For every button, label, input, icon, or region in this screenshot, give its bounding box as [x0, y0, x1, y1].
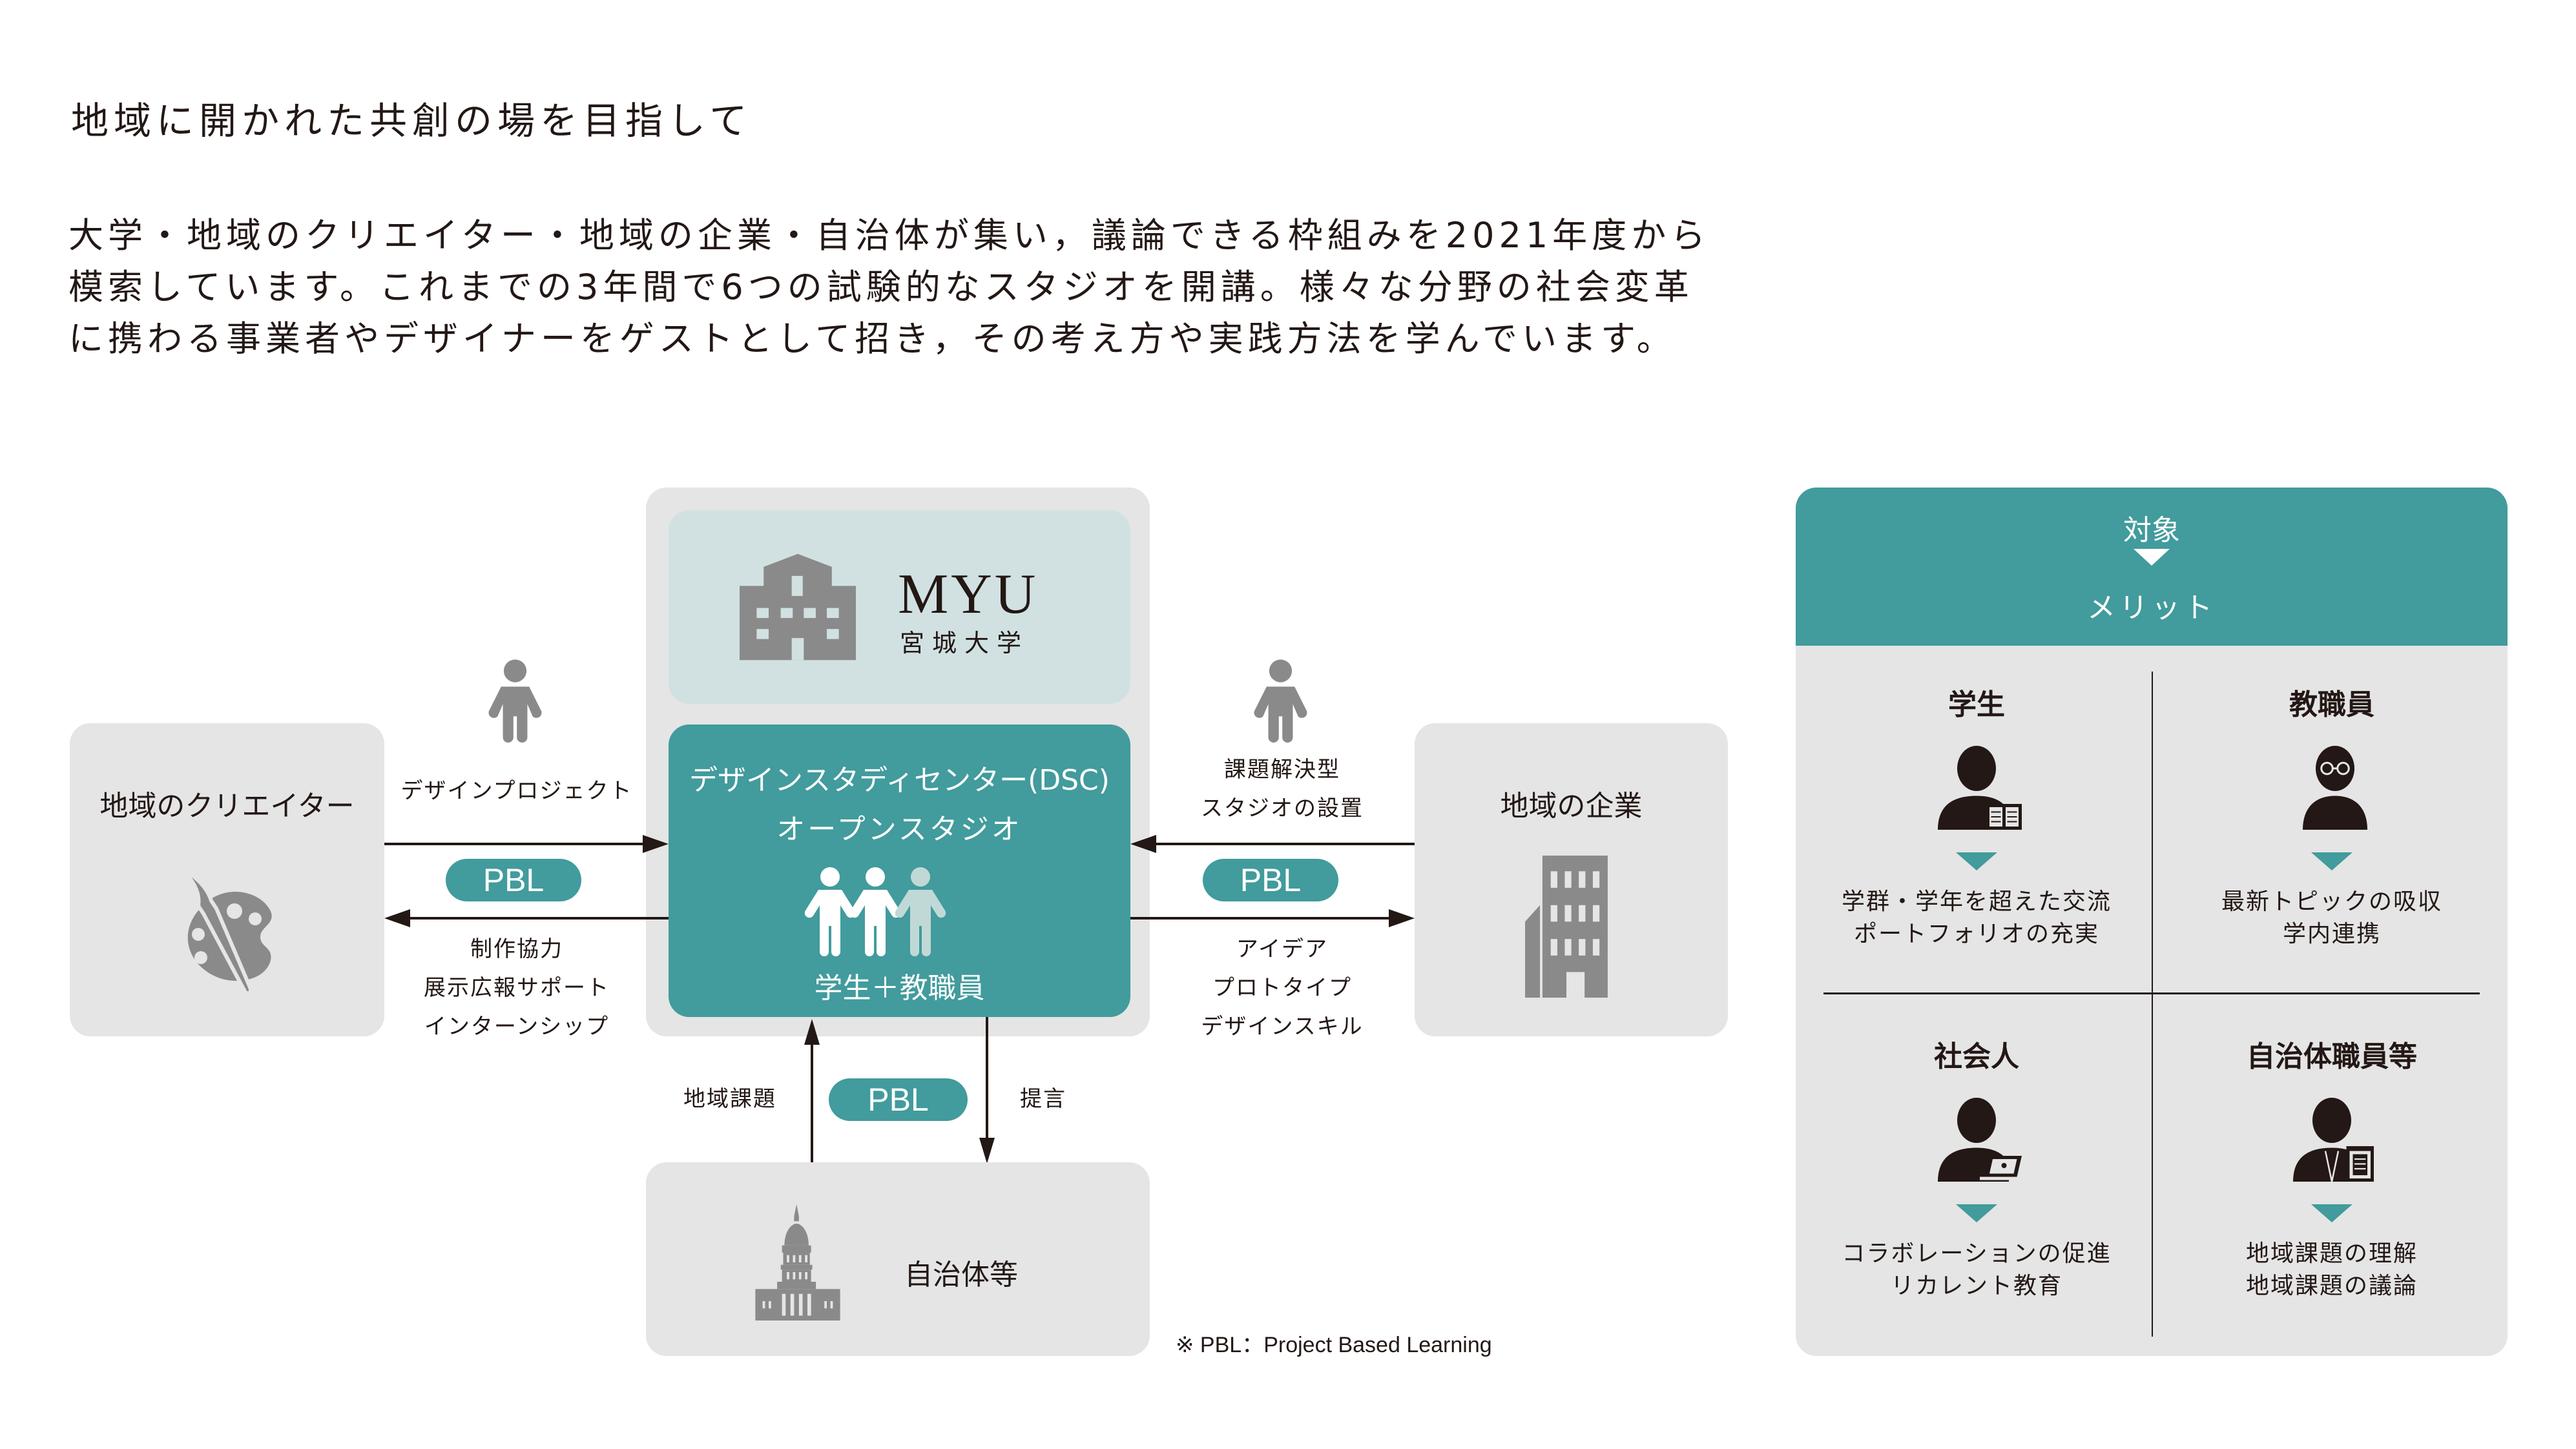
- benefit-item: 学内連携: [2282, 921, 2381, 947]
- triangle-down-icon: [1956, 852, 1997, 870]
- label-line: スタジオの設置: [1201, 796, 1364, 821]
- benefit-item: インターンシップ: [424, 1014, 610, 1040]
- benefit-item: 制作協力: [470, 936, 563, 962]
- office-building-icon: [1525, 856, 1608, 998]
- arrow-dsc-to-creators: [410, 917, 669, 920]
- dsc-subtitle: オープンスタジオ: [776, 813, 1023, 846]
- dsc-to-municipality-label: 提言: [1020, 1086, 1066, 1112]
- pbl-badge-companies: PBL: [1203, 859, 1338, 901]
- municipality-box: 自治体等: [646, 1162, 1150, 1356]
- myu-logo-text: MYU: [898, 563, 1039, 626]
- arrow-creators-to-dsc: [384, 843, 643, 845]
- intro-line: に携わる事業者やデザイナーをゲストとして招き，その考え方や実践方法を学んでいます…: [68, 318, 1676, 359]
- municipality-to-dsc-label: 地域課題: [683, 1086, 776, 1112]
- capitol-building-icon: [755, 1204, 840, 1321]
- benefit-item: 展示広報サポート: [424, 975, 610, 1001]
- arrow-municipality-to-dsc: [811, 1043, 813, 1162]
- target-title-municipal-staff: 自治体職員等: [2247, 1040, 2417, 1073]
- municipality-label: 自治体等: [904, 1259, 1018, 1291]
- pbl-badge-municipality: PBL: [829, 1078, 968, 1121]
- panel-header-bottom: メリット: [2087, 591, 2216, 624]
- benefit-item: コラボレーションの促進: [1842, 1240, 2112, 1267]
- creators-box: 地域のクリエイター: [70, 723, 384, 1036]
- arrow-companies-to-dsc: [1156, 843, 1415, 845]
- triangle-down-icon: [2311, 1204, 2353, 1222]
- page-heading: 地域に開かれた共創の場を目指して: [71, 99, 753, 143]
- benefit-item: 最新トピックの吸収: [2221, 889, 2442, 915]
- arrowhead-left-icon: [1130, 835, 1156, 853]
- person-icon: [488, 659, 542, 743]
- benefit-item: 地域課題の理解: [2245, 1240, 2418, 1267]
- creators-from-dsc-list: 制作協力 展示広報サポート インターンシップ: [388, 930, 646, 1046]
- person-icon: [1254, 659, 1307, 743]
- target-benefits-faculty: 最新トピックの吸収 学内連携: [2157, 886, 2506, 951]
- panel-header: 対象 メリット: [1796, 488, 2508, 646]
- companies-from-dsc-list: アイデア プロトタイプ デザインスキル: [1150, 930, 1415, 1046]
- intro-line: 大学・地域のクリエイター・地域の企業・自治体が集い，議論できる枠組みを2021年…: [68, 215, 1710, 256]
- companies-to-dsc-list: 課題解決型 スタジオの設置: [1150, 750, 1415, 828]
- grid-divider-horizontal: [1823, 992, 2480, 994]
- pbl-footnote: ※ PBL：Project Based Learning: [1176, 1333, 1492, 1357]
- benefit-item: プロトタイプ: [1212, 975, 1352, 1001]
- benefit-item: アイデア: [1236, 936, 1329, 962]
- creators-to-dsc-label: デザインプロジェクト: [400, 778, 633, 804]
- arrowhead-left-icon: [384, 909, 410, 927]
- benefit-item: ポートフォリオの充実: [1853, 921, 2099, 947]
- benefit-item: 地域課題の議論: [2245, 1273, 2418, 1299]
- companies-box: 地域の企業: [1415, 723, 1728, 1036]
- dsc-members: 学生＋教職員: [814, 972, 985, 1005]
- student-with-book-icon: [1938, 746, 2022, 830]
- arrowhead-up-icon: [804, 1019, 820, 1045]
- target-title-faculty: 教職員: [2289, 688, 2374, 721]
- target-title-students: 学生: [1948, 688, 2005, 721]
- arrowhead-right-icon: [1389, 909, 1415, 927]
- person-with-glasses-icon: [2303, 746, 2367, 830]
- person-with-laptop-icon: [1938, 1098, 2022, 1182]
- myu-box: MYU 宮城大学: [669, 510, 1130, 704]
- intro-line: 模索しています。これまでの3年間で6つの試験的なスタジオを開講。様々な分野の社会…: [68, 267, 1694, 307]
- arrowhead-right-icon: [643, 835, 669, 853]
- school-building-icon: [740, 553, 856, 661]
- palette-brush-icon: [173, 862, 272, 991]
- target-benefits-municipal-staff: 地域課題の理解 地域課題の議論: [2157, 1238, 2506, 1302]
- myu-logo-subtext: 宮城大学: [900, 629, 1030, 657]
- benefit-item: 学群・学年を超えた交流: [1841, 889, 2112, 915]
- grid-divider-vertical: [2152, 672, 2153, 1337]
- arrow-dsc-to-municipality: [986, 1017, 988, 1140]
- arrow-dsc-to-companies: [1130, 917, 1389, 920]
- panel-header-top: 対象: [2123, 514, 2180, 547]
- target-benefits-professionals: コラボレーションの促進 リカレント教育: [1802, 1238, 2151, 1302]
- target-title-professionals: 社会人: [1934, 1040, 2019, 1073]
- three-people-icon: [804, 867, 946, 956]
- triangle-down-icon: [2311, 852, 2353, 870]
- benefit-item: リカレント教育: [1890, 1273, 2062, 1299]
- arrowhead-down-icon: [979, 1138, 995, 1164]
- dsc-box: デザインスタディセンター(DSC) オープンスタジオ 学生＋教職員: [669, 724, 1130, 1017]
- panel-body: 学生 学群・学年を超えた交流 ポートフォリオの充実 教職員 最新トピックの吸収 …: [1796, 646, 2508, 1356]
- triangle-down-icon: [1956, 1204, 1997, 1222]
- benefit-item: デザインスキル: [1201, 1014, 1364, 1040]
- target-benefits-students: 学群・学年を超えた交流 ポートフォリオの充実: [1802, 886, 2151, 951]
- companies-label: 地域の企業: [1500, 790, 1643, 823]
- dsc-title: デザインスタディセンター(DSC): [689, 764, 1110, 797]
- label-line: 課題解決型: [1224, 757, 1340, 783]
- intro-paragraph: 大学・地域のクリエイター・地域の企業・自治体が集い，議論できる枠組みを2021年…: [68, 210, 1813, 365]
- person-with-clipboard-icon: [2293, 1098, 2374, 1182]
- triangle-down-icon: [2134, 549, 2170, 566]
- pbl-badge-creators: PBL: [446, 859, 581, 901]
- creators-label: 地域のクリエイター: [99, 790, 355, 823]
